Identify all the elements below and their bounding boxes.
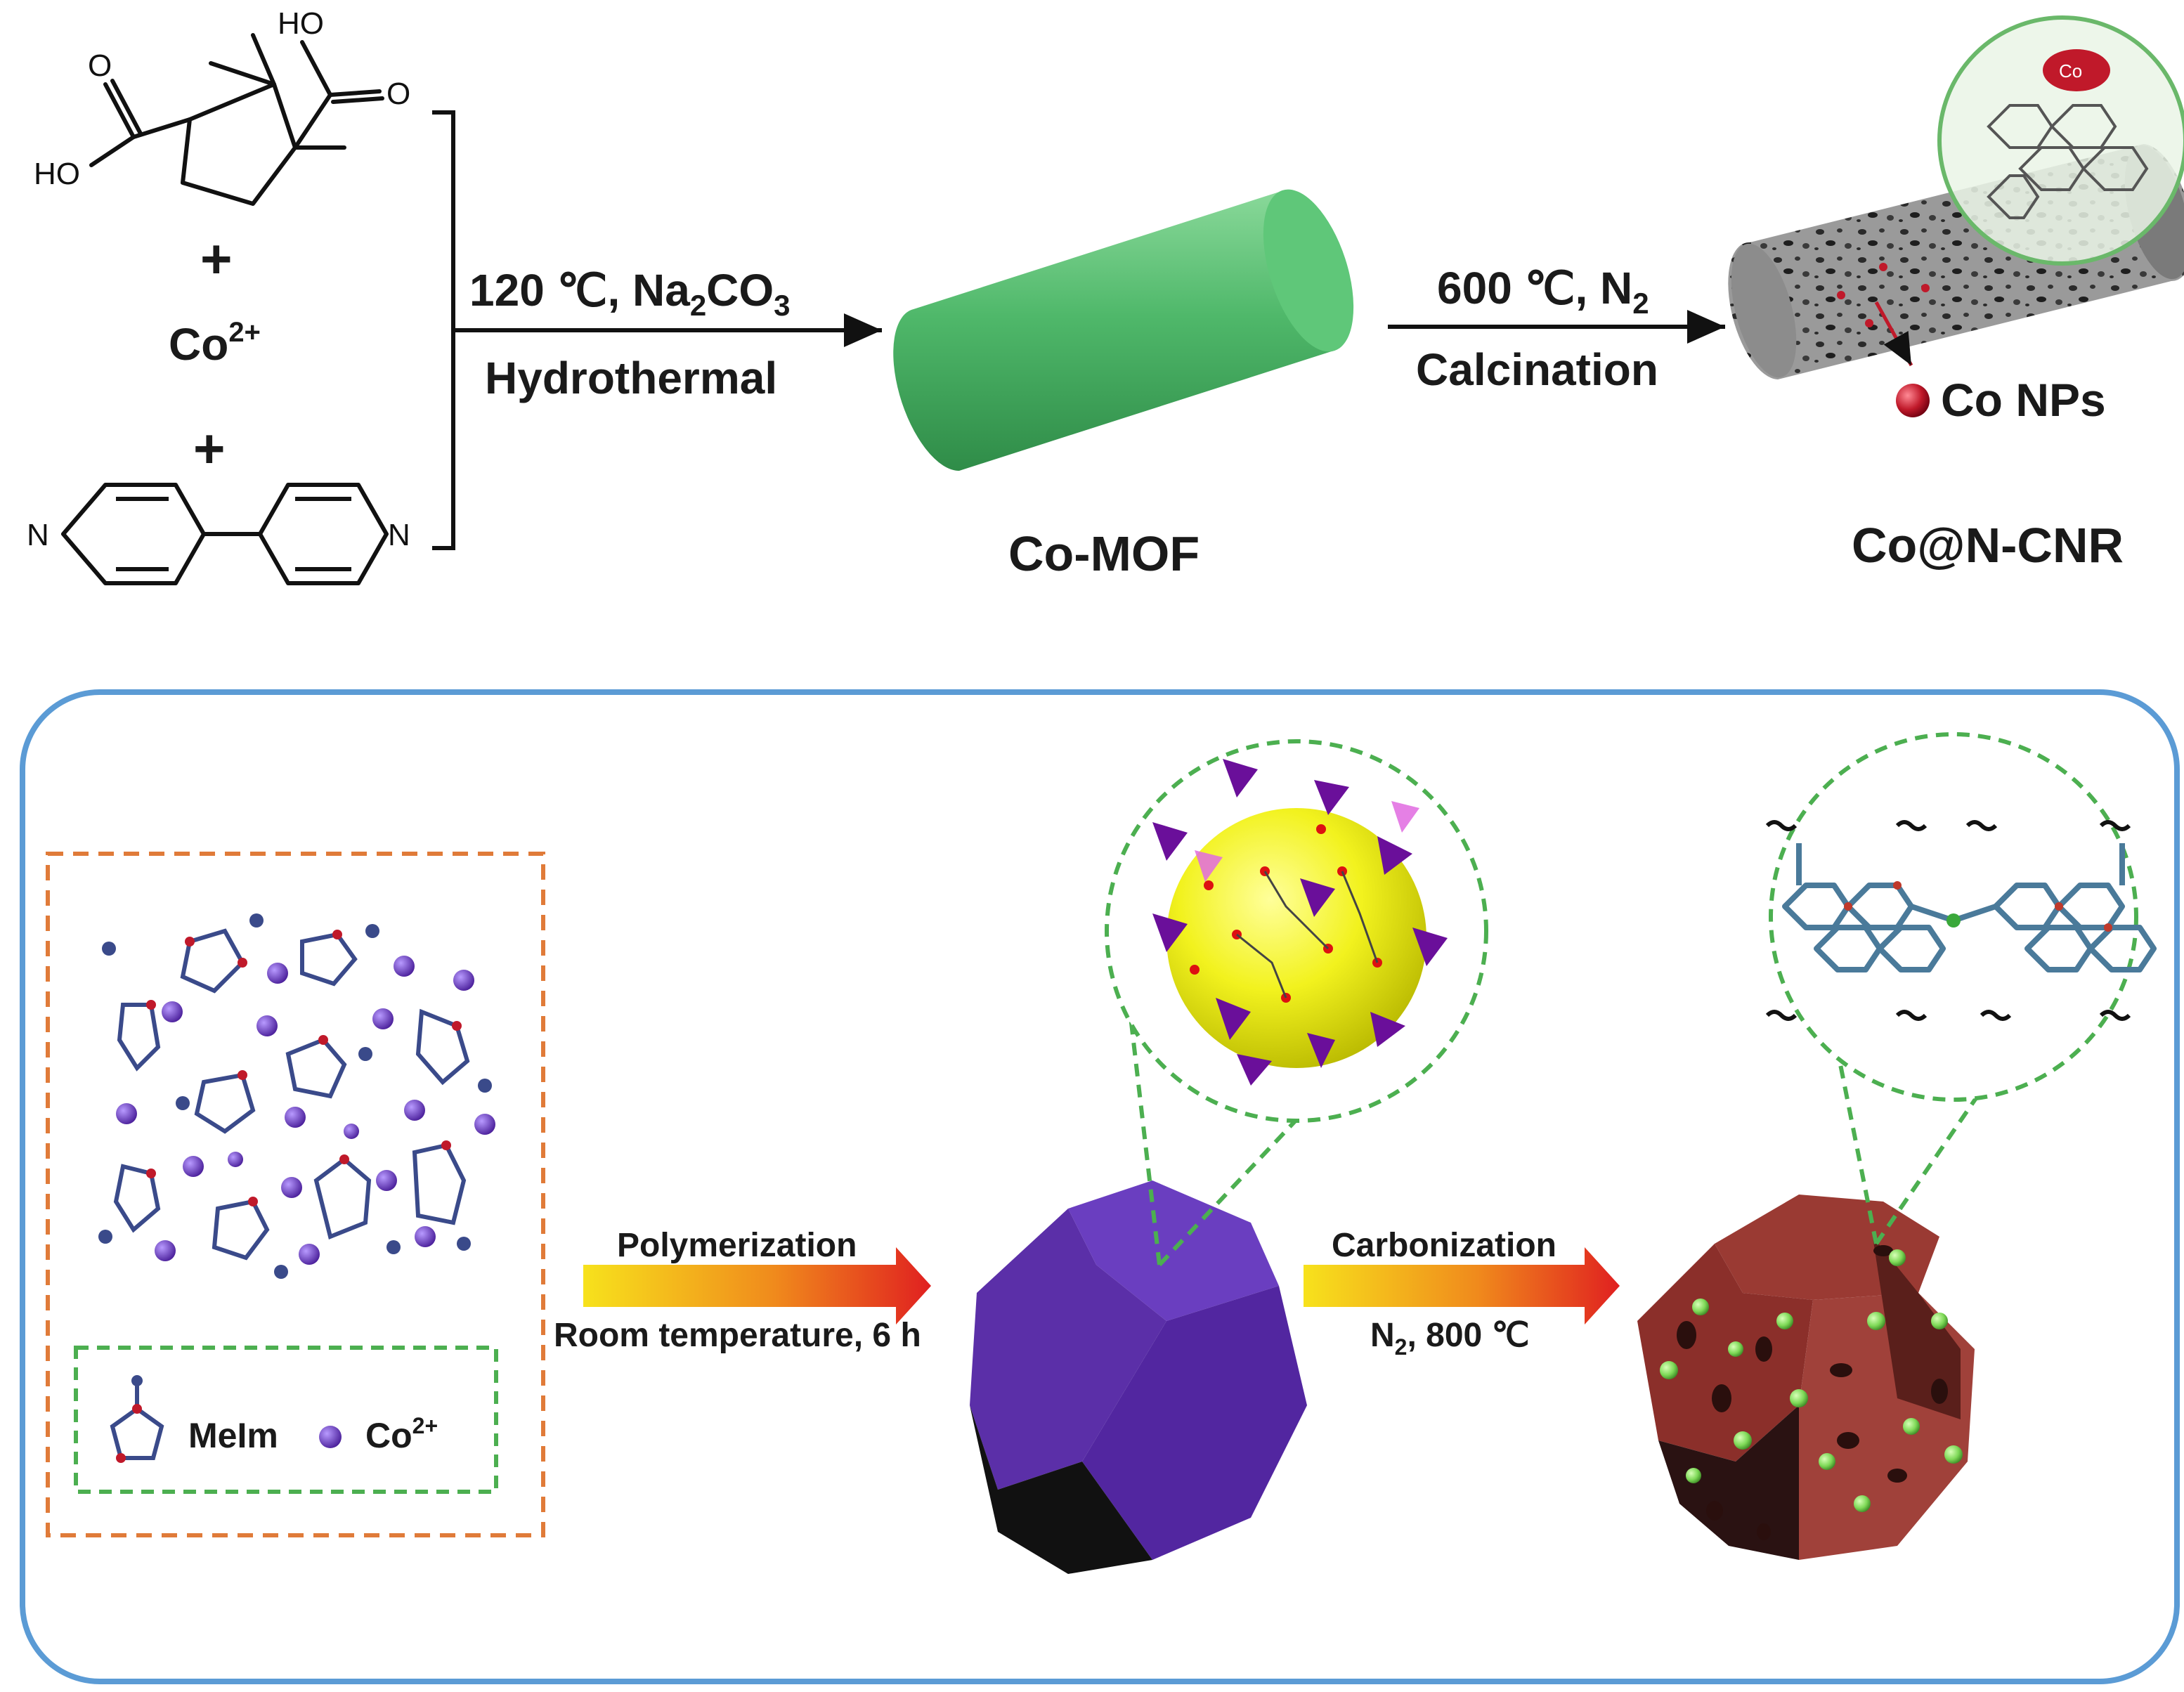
co-nanoparticle-icon bbox=[1896, 384, 1930, 417]
meim-legend-label: MeIm bbox=[188, 1416, 278, 1455]
carbonyl-label-2: O bbox=[88, 48, 112, 83]
hydrothermal-condition-line2: Hydrothermal bbox=[485, 353, 777, 403]
n-doped-carbon-inset: Co bbox=[1937, 15, 2184, 266]
camphoric-acid-structure bbox=[89, 33, 384, 206]
co-nanoparticle-label: Co NPs bbox=[1941, 374, 2106, 426]
co-n-cnr-label: Co@N-CNR bbox=[1852, 518, 2124, 573]
carbonization-condition: N2, 800 ℃ bbox=[1370, 1317, 1529, 1360]
co-mof-label: Co-MOF bbox=[1008, 526, 1200, 581]
polymerization-condition: Room temperature, 6 h bbox=[554, 1317, 921, 1354]
carbon-polyhedron bbox=[1637, 1195, 1975, 1560]
cobalt-ion-label: Co2+ bbox=[169, 317, 261, 370]
bipyridine-structure bbox=[61, 483, 389, 585]
plus-sign-2: + bbox=[193, 417, 226, 479]
plus-sign-1: + bbox=[200, 228, 233, 289]
inset-co-atom-label: Co bbox=[2059, 60, 2082, 82]
reactant-bracket bbox=[432, 110, 464, 550]
polymerization-arrow bbox=[583, 1247, 931, 1325]
nitrogen-label-1: N bbox=[27, 518, 49, 552]
carbon-structure-zoom bbox=[1765, 732, 2157, 1102]
zif-polyhedron bbox=[970, 1180, 1307, 1574]
legend-box bbox=[74, 1346, 498, 1494]
meim-legend-icon bbox=[110, 1375, 164, 1463]
zoom-line-2a bbox=[1811, 927, 1878, 1244]
co-ion-legend-label: Co2+ bbox=[365, 1413, 438, 1455]
calcination-condition-line2: Calcination bbox=[1416, 344, 1658, 395]
co-ion-legend-icon bbox=[319, 1426, 342, 1448]
polymerization-label: Polymerization bbox=[617, 1227, 857, 1264]
bottom-scheme-frame bbox=[20, 689, 2180, 1684]
hydroxyl-label-1: HO bbox=[278, 6, 324, 41]
hydrothermal-condition-line1: 120 ℃, Na2CO3 bbox=[469, 265, 791, 322]
hydroxyl-label-2: HO bbox=[34, 157, 80, 191]
calcination-condition-line1: 600 ℃, N2 bbox=[1437, 263, 1649, 320]
zif-structure-zoom bbox=[1105, 739, 1488, 1123]
co-mof-rod bbox=[893, 189, 1354, 471]
carbonyl-label-1: O bbox=[386, 77, 410, 111]
carbonization-label: Carbonization bbox=[1332, 1227, 1556, 1264]
precursor-molecules bbox=[98, 913, 495, 1279]
zoom-line-1b bbox=[1157, 1010, 1400, 1267]
carbonization-arrow bbox=[1304, 1247, 1620, 1325]
nitrogen-label-2: N bbox=[388, 518, 410, 552]
zoom-line-2b bbox=[1874, 996, 2047, 1245]
precursor-box bbox=[46, 852, 545, 1537]
